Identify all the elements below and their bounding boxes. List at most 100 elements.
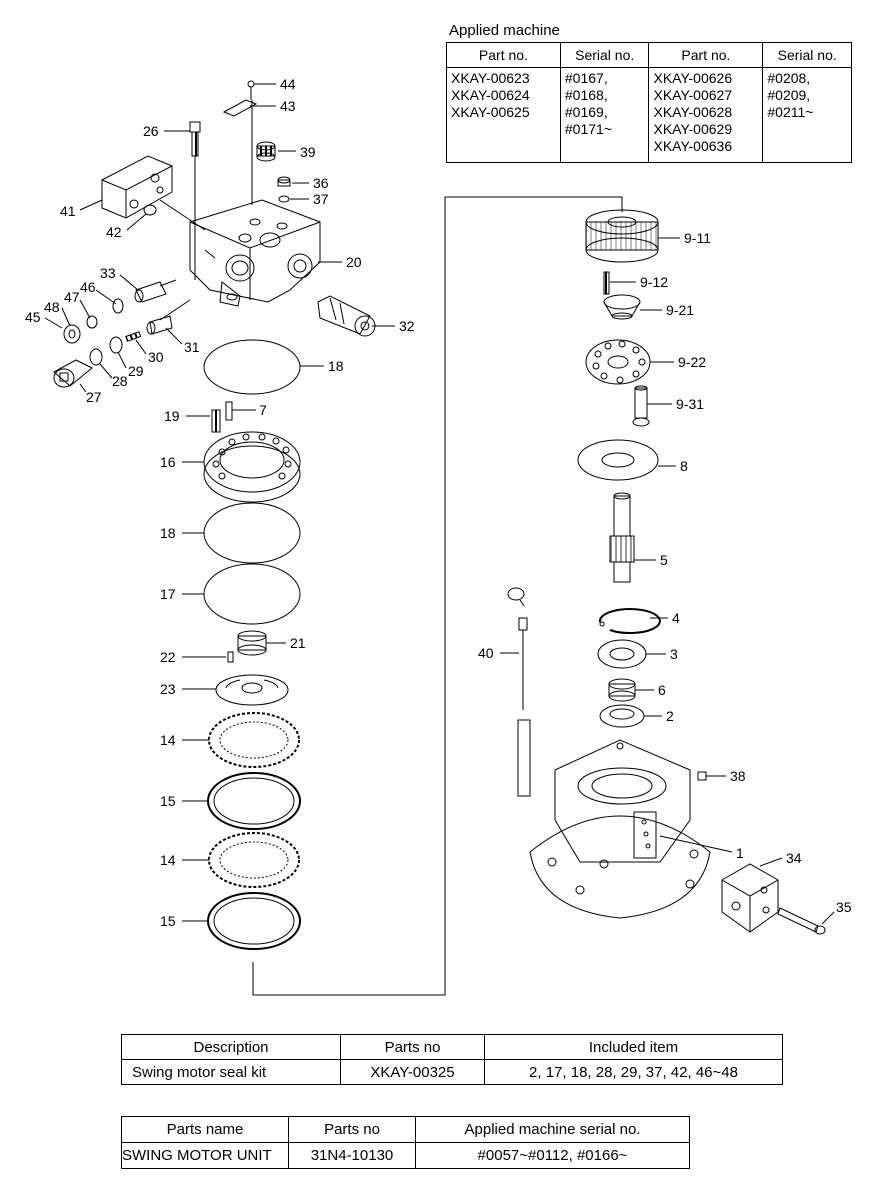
label-44: 44 [280, 76, 296, 92]
label-33: 33 [100, 265, 116, 281]
label-38: 38 [730, 768, 746, 784]
cylinder-block-9-11 [585, 209, 659, 263]
o-ring-37 [278, 195, 290, 203]
part-no: XKAY-00623 [451, 70, 530, 86]
o-ring-18b [203, 502, 301, 564]
label-42: 42 [106, 224, 122, 240]
label-9-12: 9-12 [640, 274, 668, 290]
brake-piston-16 [203, 431, 301, 503]
serial-no: #0211~ [767, 104, 814, 120]
check-valve-33 [134, 279, 177, 303]
label-14a: 14 [160, 732, 176, 748]
header-description: Description [121, 1034, 341, 1060]
relief-valve-32 [317, 295, 376, 337]
header-serial-no-1: Serial no. [559, 42, 650, 68]
label-17: 17 [160, 586, 176, 602]
header-applied-serial: Applied machine serial no. [415, 1116, 690, 1143]
label-48: 48 [44, 299, 60, 315]
label-15b: 15 [160, 913, 176, 929]
part-no: XKAY-00626 [653, 70, 733, 86]
label-15a: 15 [160, 793, 176, 809]
table-row: Swing motor seal kit XKAY-00325 2, 17, 1… [121, 1059, 783, 1085]
label-6: 6 [658, 682, 666, 698]
kit-parts-no: XKAY-00325 [340, 1059, 485, 1085]
label-29: 29 [128, 363, 144, 379]
serial-no: #0169, [564, 104, 608, 120]
label-16: 16 [160, 454, 176, 470]
label-22: 22 [160, 649, 176, 665]
o-ring-17 [203, 563, 301, 625]
cover-block-41 [101, 155, 173, 219]
block-34 [721, 863, 779, 933]
label-32: 32 [399, 318, 415, 334]
plate-43 [222, 99, 258, 117]
seal-kit-table: Description Parts no Included item Swing… [121, 1034, 783, 1085]
header-included-item: Included item [484, 1034, 783, 1060]
o-ring-42 [143, 204, 157, 216]
part-no: XKAY-00625 [451, 104, 530, 120]
o-ring-46 [112, 298, 124, 314]
label-37: 37 [313, 191, 329, 207]
bushing-6 [608, 678, 636, 702]
part-no-cell-1: XKAY-00623 XKAY-00624 XKAY-00625 [446, 67, 561, 163]
valve-plate-23 [215, 674, 289, 706]
label-9-21: 9-21 [666, 302, 694, 318]
oil-seal-2 [599, 704, 645, 728]
part-no-cell-2: XKAY-00626 XKAY-00627 XKAY-00628 XKAY-00… [648, 67, 764, 163]
retainer-plate-9-22 [585, 339, 651, 385]
socket-bolt-26 [189, 121, 201, 157]
applied-machine-title: Applied machine [449, 22, 560, 39]
table-header-row: Parts name Parts no Applied machine seri… [121, 1116, 690, 1143]
shoe-plate-8 [577, 439, 659, 481]
part-no: XKAY-00629 [653, 121, 733, 137]
valve-housing-20 [189, 199, 321, 307]
label-9-11: 9-11 [684, 230, 711, 246]
bolt-35 [777, 907, 826, 935]
kit-description: Swing motor seal kit [121, 1059, 341, 1085]
o-ring-18a [203, 339, 301, 395]
label-31: 31 [184, 339, 200, 355]
kit-included-items: 2, 17, 18, 28, 29, 37, 42, 46~48 [484, 1059, 783, 1085]
label-9-31: 9-31 [676, 396, 704, 412]
assembly-connector-line [252, 196, 623, 996]
label-27: 27 [86, 389, 102, 405]
label-1: 1 [736, 845, 744, 861]
header-part-no-1: Part no. [446, 42, 561, 68]
label-20: 20 [346, 254, 362, 270]
plug-27 [53, 359, 93, 388]
label-9-22: 9-22 [678, 354, 706, 370]
label-3: 3 [670, 646, 678, 662]
o-ring-47 [86, 315, 98, 329]
mating-plate-15b [207, 892, 301, 950]
serial-no-cell-2: #0208, #0209, #0211~ [762, 67, 852, 163]
mating-plate-15a [207, 772, 301, 830]
label-43: 43 [280, 98, 296, 114]
label-45: 45 [25, 309, 41, 325]
leader-lines [44, 83, 835, 925]
piston-9-31 [632, 385, 650, 427]
label-30: 30 [148, 349, 164, 365]
part-no: XKAY-00628 [653, 104, 733, 120]
level-gauge-40 [507, 587, 531, 797]
header-parts-no: Parts no [340, 1034, 485, 1060]
label-46: 46 [80, 279, 96, 295]
label-18b: 18 [160, 525, 176, 541]
label-47: 47 [64, 289, 80, 305]
pin-44 [247, 80, 255, 100]
pin-7 [225, 401, 233, 421]
label-8: 8 [680, 458, 688, 474]
serial-no: #0209, [767, 87, 811, 103]
plug-39 [256, 141, 276, 162]
applied-machine-table: Part no. Serial no. Part no. Serial no. … [446, 42, 852, 163]
part-no: XKAY-00624 [451, 87, 530, 103]
label-26: 26 [143, 123, 159, 139]
label-40: 40 [478, 645, 494, 661]
label-34: 34 [786, 850, 802, 866]
table-header-row: Part no. Serial no. Part no. Serial no. [446, 42, 852, 68]
plug-38 [697, 771, 707, 781]
label-4: 4 [672, 610, 680, 626]
unit-parts-name: SWING MOTOR UNIT [121, 1142, 289, 1169]
spring-30 [125, 331, 142, 342]
spring-19 [211, 409, 221, 433]
